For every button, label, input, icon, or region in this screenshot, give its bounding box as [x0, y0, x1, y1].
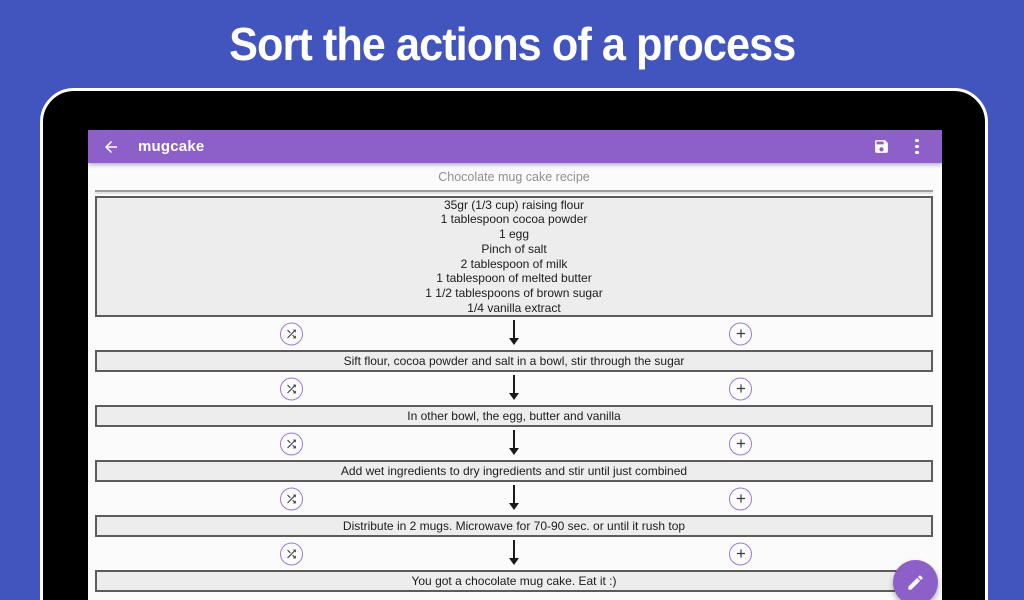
ingredient-line: Pinch of salt [481, 241, 547, 256]
down-arrow-icon [509, 320, 519, 345]
ingredient-line: 35gr (1/3 cup) raising flour [443, 197, 585, 212]
connector [95, 537, 933, 570]
plus-icon[interactable] [729, 432, 752, 455]
plus-icon[interactable] [729, 322, 752, 345]
step-item[interactable]: Distribute in 2 mugs. Microwave for 70-9… [95, 515, 933, 537]
step-item[interactable]: Add wet ingredients to dry ingredients a… [95, 460, 933, 482]
shuffle-icon[interactable] [280, 322, 303, 345]
ingredient-line: 1 tablespoon cocoa powder [440, 212, 588, 227]
step-item[interactable]: Sift flour, cocoa powder and salt in a b… [95, 350, 933, 372]
ingredient-line: 2 tablespoon of milk [460, 256, 568, 271]
shuffle-icon[interactable] [280, 542, 303, 565]
plus-icon[interactable] [729, 377, 752, 400]
connector [95, 372, 933, 405]
overflow-menu-icon[interactable] [905, 135, 929, 159]
back-arrow-icon[interactable] [101, 137, 121, 157]
recipe-title-field[interactable]: Chocolate mug cake recipe [95, 163, 933, 192]
down-arrow-icon [509, 485, 519, 510]
app-screen: mugcake Chocolate mug cake recipe 35gr (… [88, 130, 942, 600]
pencil-icon [906, 573, 925, 592]
connector [95, 427, 933, 460]
ingredient-line: 1 1/2 tablespoons of brown sugar [425, 285, 603, 300]
app-title: mugcake [138, 138, 205, 155]
down-arrow-icon [509, 430, 519, 455]
connector [95, 317, 933, 350]
ingredient-line: 1 tablespoon of melted butter [436, 271, 592, 286]
recipe-content: Chocolate mug cake recipe 35gr (1/3 cup)… [88, 163, 942, 592]
banner-title: Sort the actions of a process [228, 18, 796, 70]
toolbar: mugcake [88, 130, 942, 163]
step-item[interactable]: You got a chocolate mug cake. Eat it :) [95, 570, 933, 592]
down-arrow-icon [509, 540, 519, 565]
shuffle-icon[interactable] [280, 377, 303, 400]
ingredient-line: 1 egg [498, 227, 530, 242]
save-icon[interactable] [869, 135, 893, 159]
promo-banner: Sort the actions of a process [0, 0, 1024, 88]
step-item[interactable]: In other bowl, the egg, butter and vanil… [95, 405, 933, 427]
shuffle-icon[interactable] [280, 432, 303, 455]
connector [95, 482, 933, 515]
shuffle-icon[interactable] [280, 487, 303, 510]
plus-icon[interactable] [729, 542, 752, 565]
ingredient-line: 1/4 vanilla extract [467, 300, 561, 315]
plus-icon[interactable] [729, 487, 752, 510]
edit-fab[interactable] [893, 560, 938, 600]
down-arrow-icon [509, 375, 519, 400]
